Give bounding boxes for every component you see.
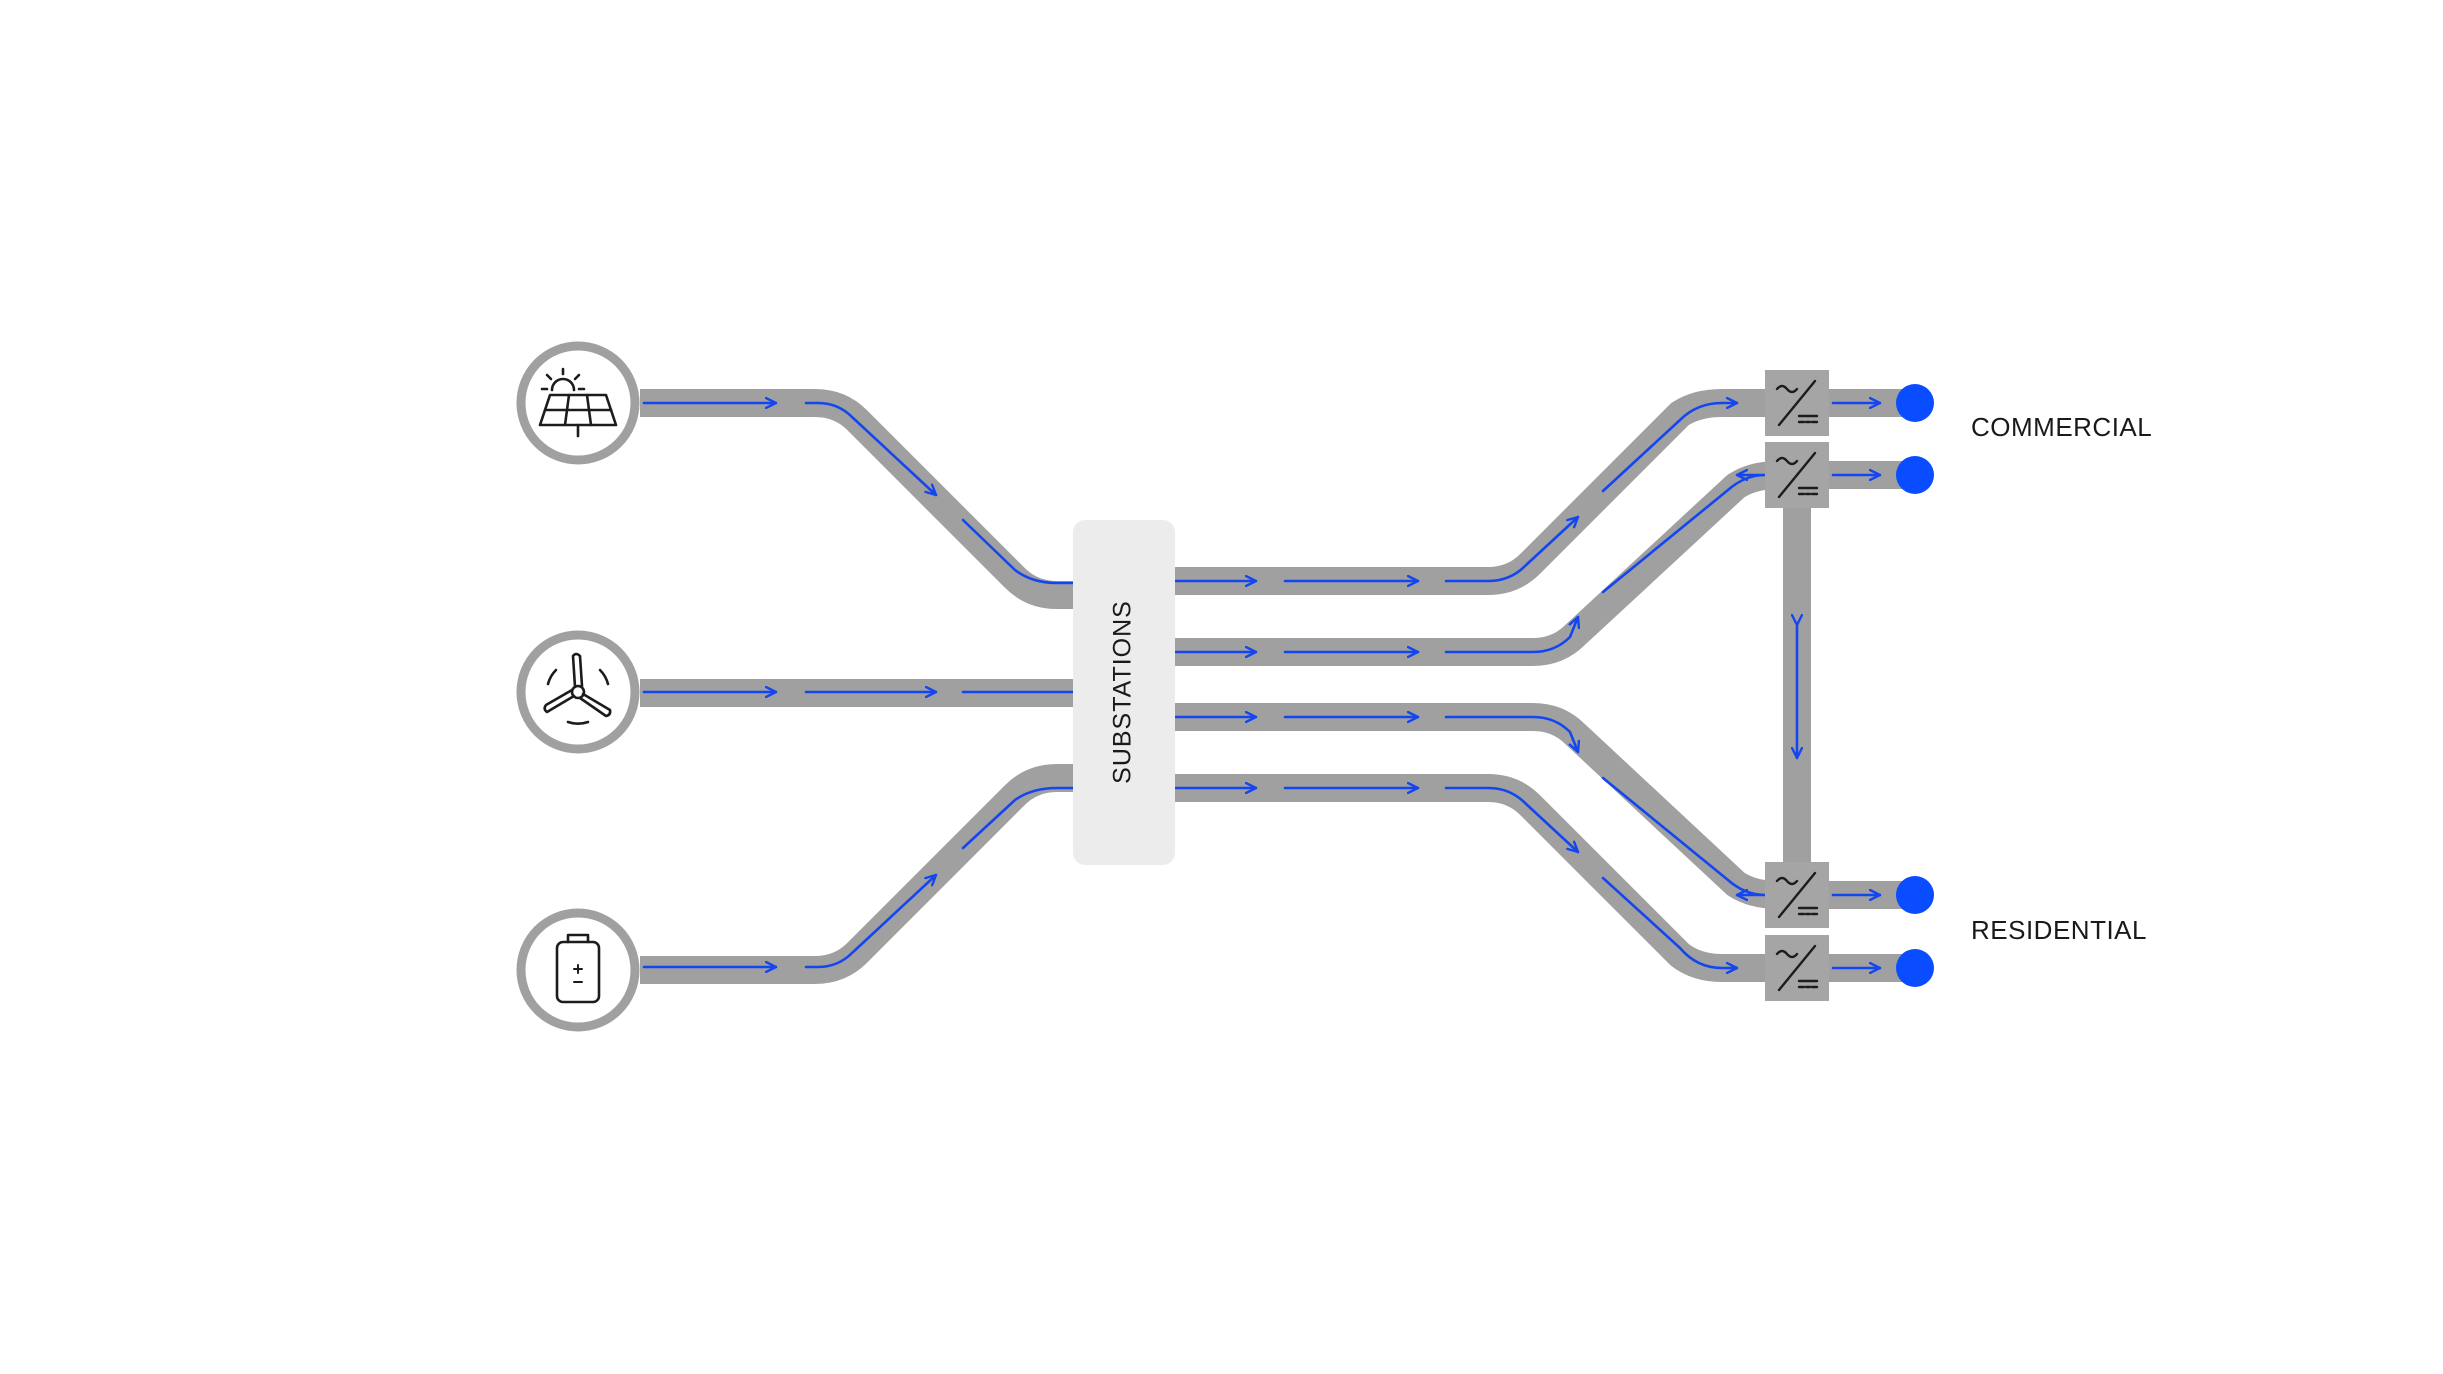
output-pipe-2 [1170, 461, 1792, 666]
source-solar [516, 341, 640, 465]
solar-panel-icon [538, 367, 618, 438]
output-pipe-1 [1170, 389, 1780, 595]
pipes [640, 389, 1915, 984]
battery-icon [555, 933, 601, 1004]
endpoint-dot [1896, 456, 1934, 494]
source-wind [516, 630, 640, 754]
flow-arrow [804, 401, 938, 497]
flow-arrow [1444, 615, 1578, 654]
converters [1765, 370, 1829, 1001]
converter-2 [1765, 442, 1829, 508]
flow-arrows [642, 401, 1882, 969]
converter-3 [1765, 862, 1829, 928]
endpoints [1896, 384, 1934, 987]
wind-turbine-icon [543, 652, 612, 725]
substations-label: SUBSTATIONS [1109, 600, 1137, 784]
flow-arrow [961, 786, 1077, 850]
ac-dc-converter-icon [1775, 451, 1819, 499]
converter-4 [1765, 935, 1829, 1001]
output-pipe-4 [1170, 774, 1780, 982]
flow-arrow [1444, 715, 1578, 754]
flow-arrow [1444, 786, 1580, 854]
battery-pipe [640, 764, 1105, 984]
ac-dc-converter-icon [1775, 944, 1819, 992]
flow-arrow [804, 873, 938, 969]
solar-node-ring [516, 341, 640, 465]
ac-dc-converter-icon [1775, 871, 1819, 919]
flow-arrow [1601, 876, 1739, 968]
converter-1 [1765, 370, 1829, 436]
flow-arrow [1444, 515, 1580, 583]
endpoint-dot [1896, 949, 1934, 987]
endpoint-dot [1896, 384, 1934, 422]
substations-box [1073, 520, 1175, 865]
flow-arrow [961, 518, 1077, 585]
wind-node-ring [516, 630, 640, 754]
ac-dc-converter-icon [1775, 379, 1819, 427]
flow-arrow [1601, 776, 1767, 895]
substations-hub: SUBSTATIONS [1073, 520, 1175, 865]
residential-label: RESIDENTIAL [1971, 915, 2147, 945]
source-battery [516, 908, 640, 1032]
flow-arrow [1601, 475, 1767, 594]
output-pipe-3 [1170, 703, 1792, 909]
solar-pipe [640, 389, 1105, 609]
endpoint-dot [1896, 876, 1934, 914]
flow-arrow [1601, 403, 1739, 493]
commercial-label: COMMERCIAL [1971, 412, 2152, 442]
